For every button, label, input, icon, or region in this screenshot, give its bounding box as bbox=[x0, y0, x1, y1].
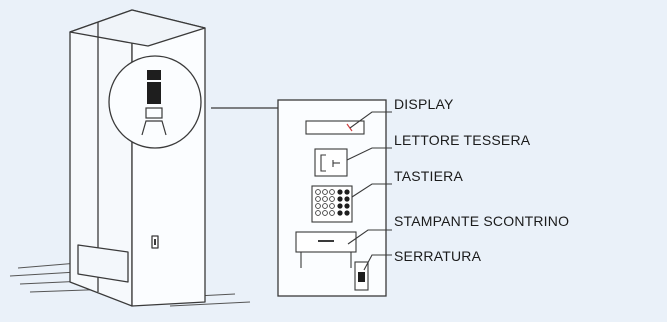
leader-lines bbox=[346, 111, 392, 271]
label-card-reader: LETTORE TESSERA bbox=[394, 132, 531, 148]
keypad bbox=[311, 185, 353, 223]
card-reader bbox=[314, 148, 348, 177]
label-display: DISPLAY bbox=[394, 96, 454, 112]
label-lock: SERRATURA bbox=[394, 248, 482, 264]
receipt-printer bbox=[295, 231, 357, 268]
display-screen bbox=[305, 120, 365, 135]
magnifier-circle bbox=[108, 55, 202, 149]
label-keypad: TASTIERA bbox=[394, 168, 463, 184]
label-receipt-printer: STAMPANTE SCONTRINO bbox=[394, 213, 569, 229]
vending-machine bbox=[69, 9, 206, 307]
